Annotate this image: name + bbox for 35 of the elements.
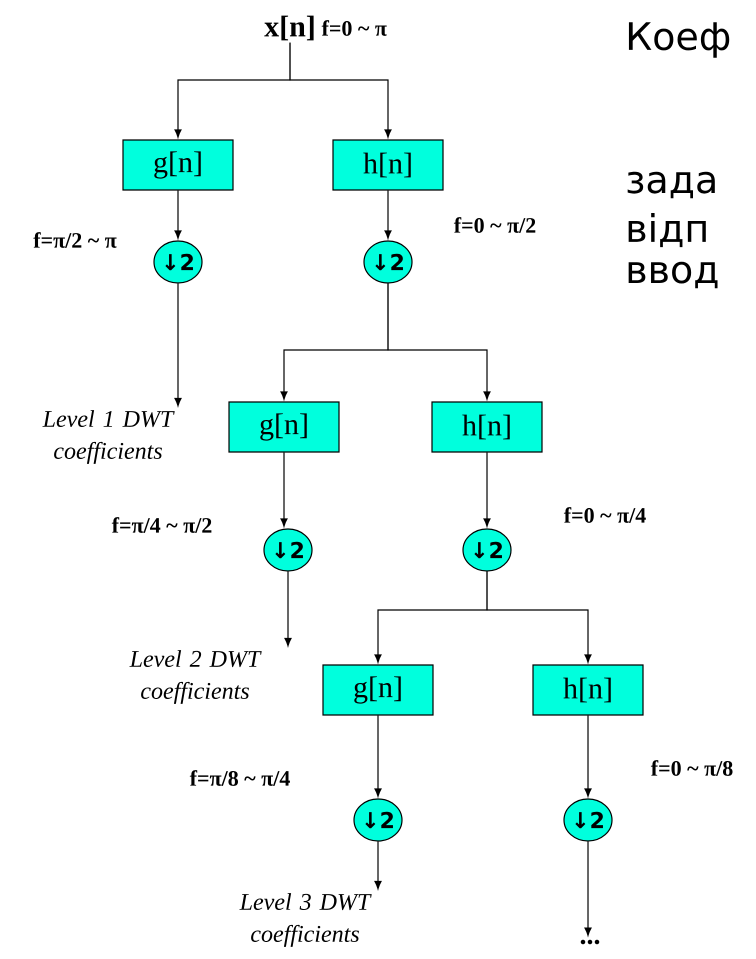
output-label: Level 2 DWT coefficients: [129, 650, 262, 704]
filter-box: h[n]: [332, 139, 444, 191]
arrow: [280, 452, 288, 527]
filter-box: g[n]: [228, 401, 340, 453]
edge-label: f=π/2 ~ π: [33, 232, 117, 248]
arrow: [174, 284, 182, 406]
edge-label: f=0 ~ π/4: [564, 507, 646, 523]
output-label: Level 1 DWT coefficients: [42, 410, 175, 464]
slide-text: Коеф: [628, 22, 730, 58]
arrow: [174, 190, 182, 239]
edge-label: f=0 ~ π/2: [454, 217, 536, 233]
arrow: [289, 42, 392, 138]
arrow: [584, 842, 592, 936]
slide-text: ввод: [628, 262, 718, 288]
arrow: [387, 284, 491, 400]
arrow: [374, 716, 382, 797]
signal-label: x[n]: [264, 16, 314, 40]
output-label: Level 3 DWT coefficients: [239, 893, 372, 947]
arrow: [384, 190, 392, 239]
arrow: [374, 842, 382, 890]
arrow: [584, 716, 592, 797]
filter-box: g[n]: [322, 664, 434, 716]
slide-text: відп: [628, 212, 706, 248]
filter-box: h[n]: [431, 401, 543, 453]
filter-box: h[n]: [532, 664, 644, 716]
slide-text: зада: [628, 172, 715, 198]
edge-label: f=π/8 ~ π/4: [190, 770, 290, 786]
arrow: [486, 572, 592, 663]
edge-label: f=0 ~ π/8: [650, 760, 733, 776]
arrow: [483, 452, 491, 527]
arrow: [284, 572, 292, 646]
continuation-dots: ...: [580, 940, 600, 944]
filter-box: g[n]: [122, 139, 234, 191]
edge-label: f=π/4 ~ π/2: [112, 517, 212, 533]
frequency-label: f=0 ~ π: [322, 20, 387, 36]
